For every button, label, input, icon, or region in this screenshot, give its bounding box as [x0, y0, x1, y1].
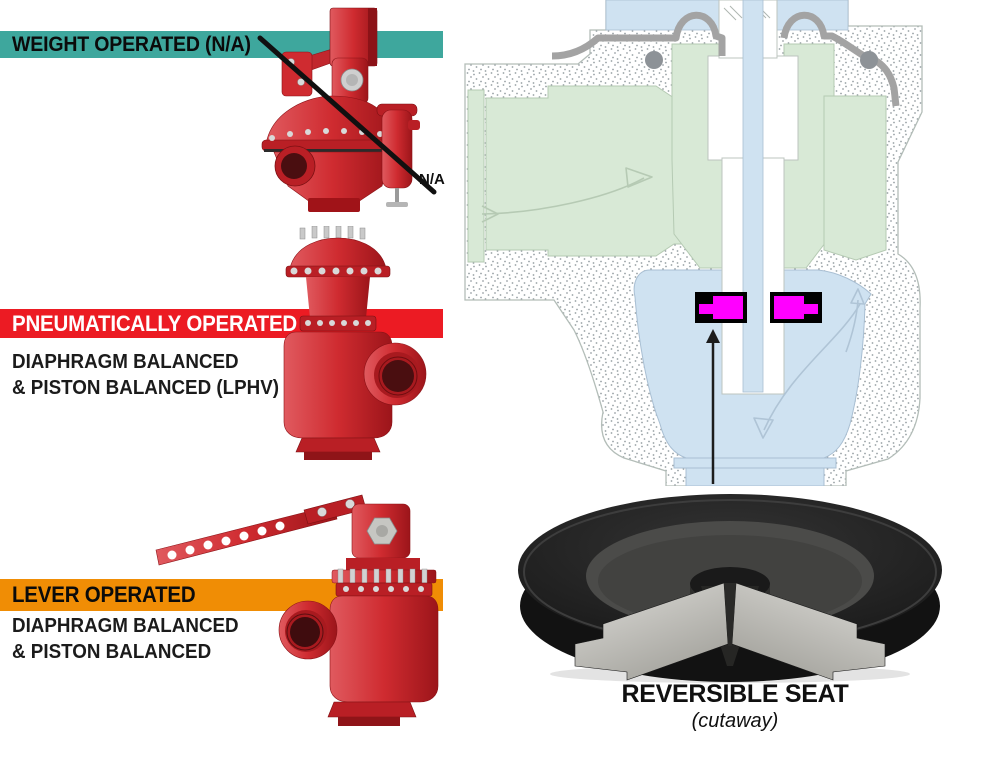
- seat-highlight-right: [770, 292, 822, 323]
- banner-pneumatic-label: PNEUMATICALLY OPERATED: [12, 310, 298, 336]
- na-slash-icon: [257, 35, 437, 195]
- pneumatic-subtext-line2: & PISTON BALANCED (LPHV): [12, 377, 280, 399]
- flow-arrow-inlet: [481, 167, 653, 223]
- weight-operated-valve-illustration: [257, 7, 437, 212]
- banner-weight-operated-label: WEIGHT OPERATED (N/A): [12, 32, 251, 56]
- flow-arrow-outlet: [753, 288, 865, 439]
- lever-subtext-line1: DIAPHRAGM BALANCED: [12, 615, 239, 637]
- seat-pointer-arrow-icon: [706, 329, 720, 484]
- valve-cutaway-diagram: [464, 0, 923, 486]
- cutaway-green-passages: [467, 43, 887, 269]
- pneumatic-subtext: DIAPHRAGM BALANCED & PISTON BALANCED (LP…: [12, 349, 296, 401]
- reversible-seat-subtitle: (cutaway): [691, 710, 779, 732]
- seat-cut-face-right: [731, 582, 886, 681]
- pneumatic-valve-illustration: [283, 226, 427, 460]
- banner-pneumatically-operated: PNEUMATICALLY OPERATED: [0, 309, 443, 338]
- pneumatic-subtext-line1: DIAPHRAGM BALANCED: [12, 351, 239, 373]
- reversible-seat-photo: [518, 494, 942, 683]
- cutaway-diaphragm: [551, 11, 900, 107]
- na-note: N/A: [419, 171, 445, 188]
- seat-highlight-left: [695, 292, 747, 323]
- lever-valve-illustration: [155, 494, 439, 726]
- lever-subtext: DIAPHRAGM BALANCED & PISTON BALANCED: [12, 613, 253, 665]
- reversible-seat-title: REVERSIBLE SEAT: [621, 680, 849, 708]
- seat-cut-face-left: [574, 582, 729, 681]
- banner-lever-label: LEVER OPERATED: [12, 582, 196, 607]
- reversible-seat-caption: REVERSIBLE SEAT (cutaway): [540, 680, 930, 733]
- lever-subtext-line2: & PISTON BALANCED: [12, 641, 212, 663]
- cutaway-stem-structures: [707, 0, 799, 395]
